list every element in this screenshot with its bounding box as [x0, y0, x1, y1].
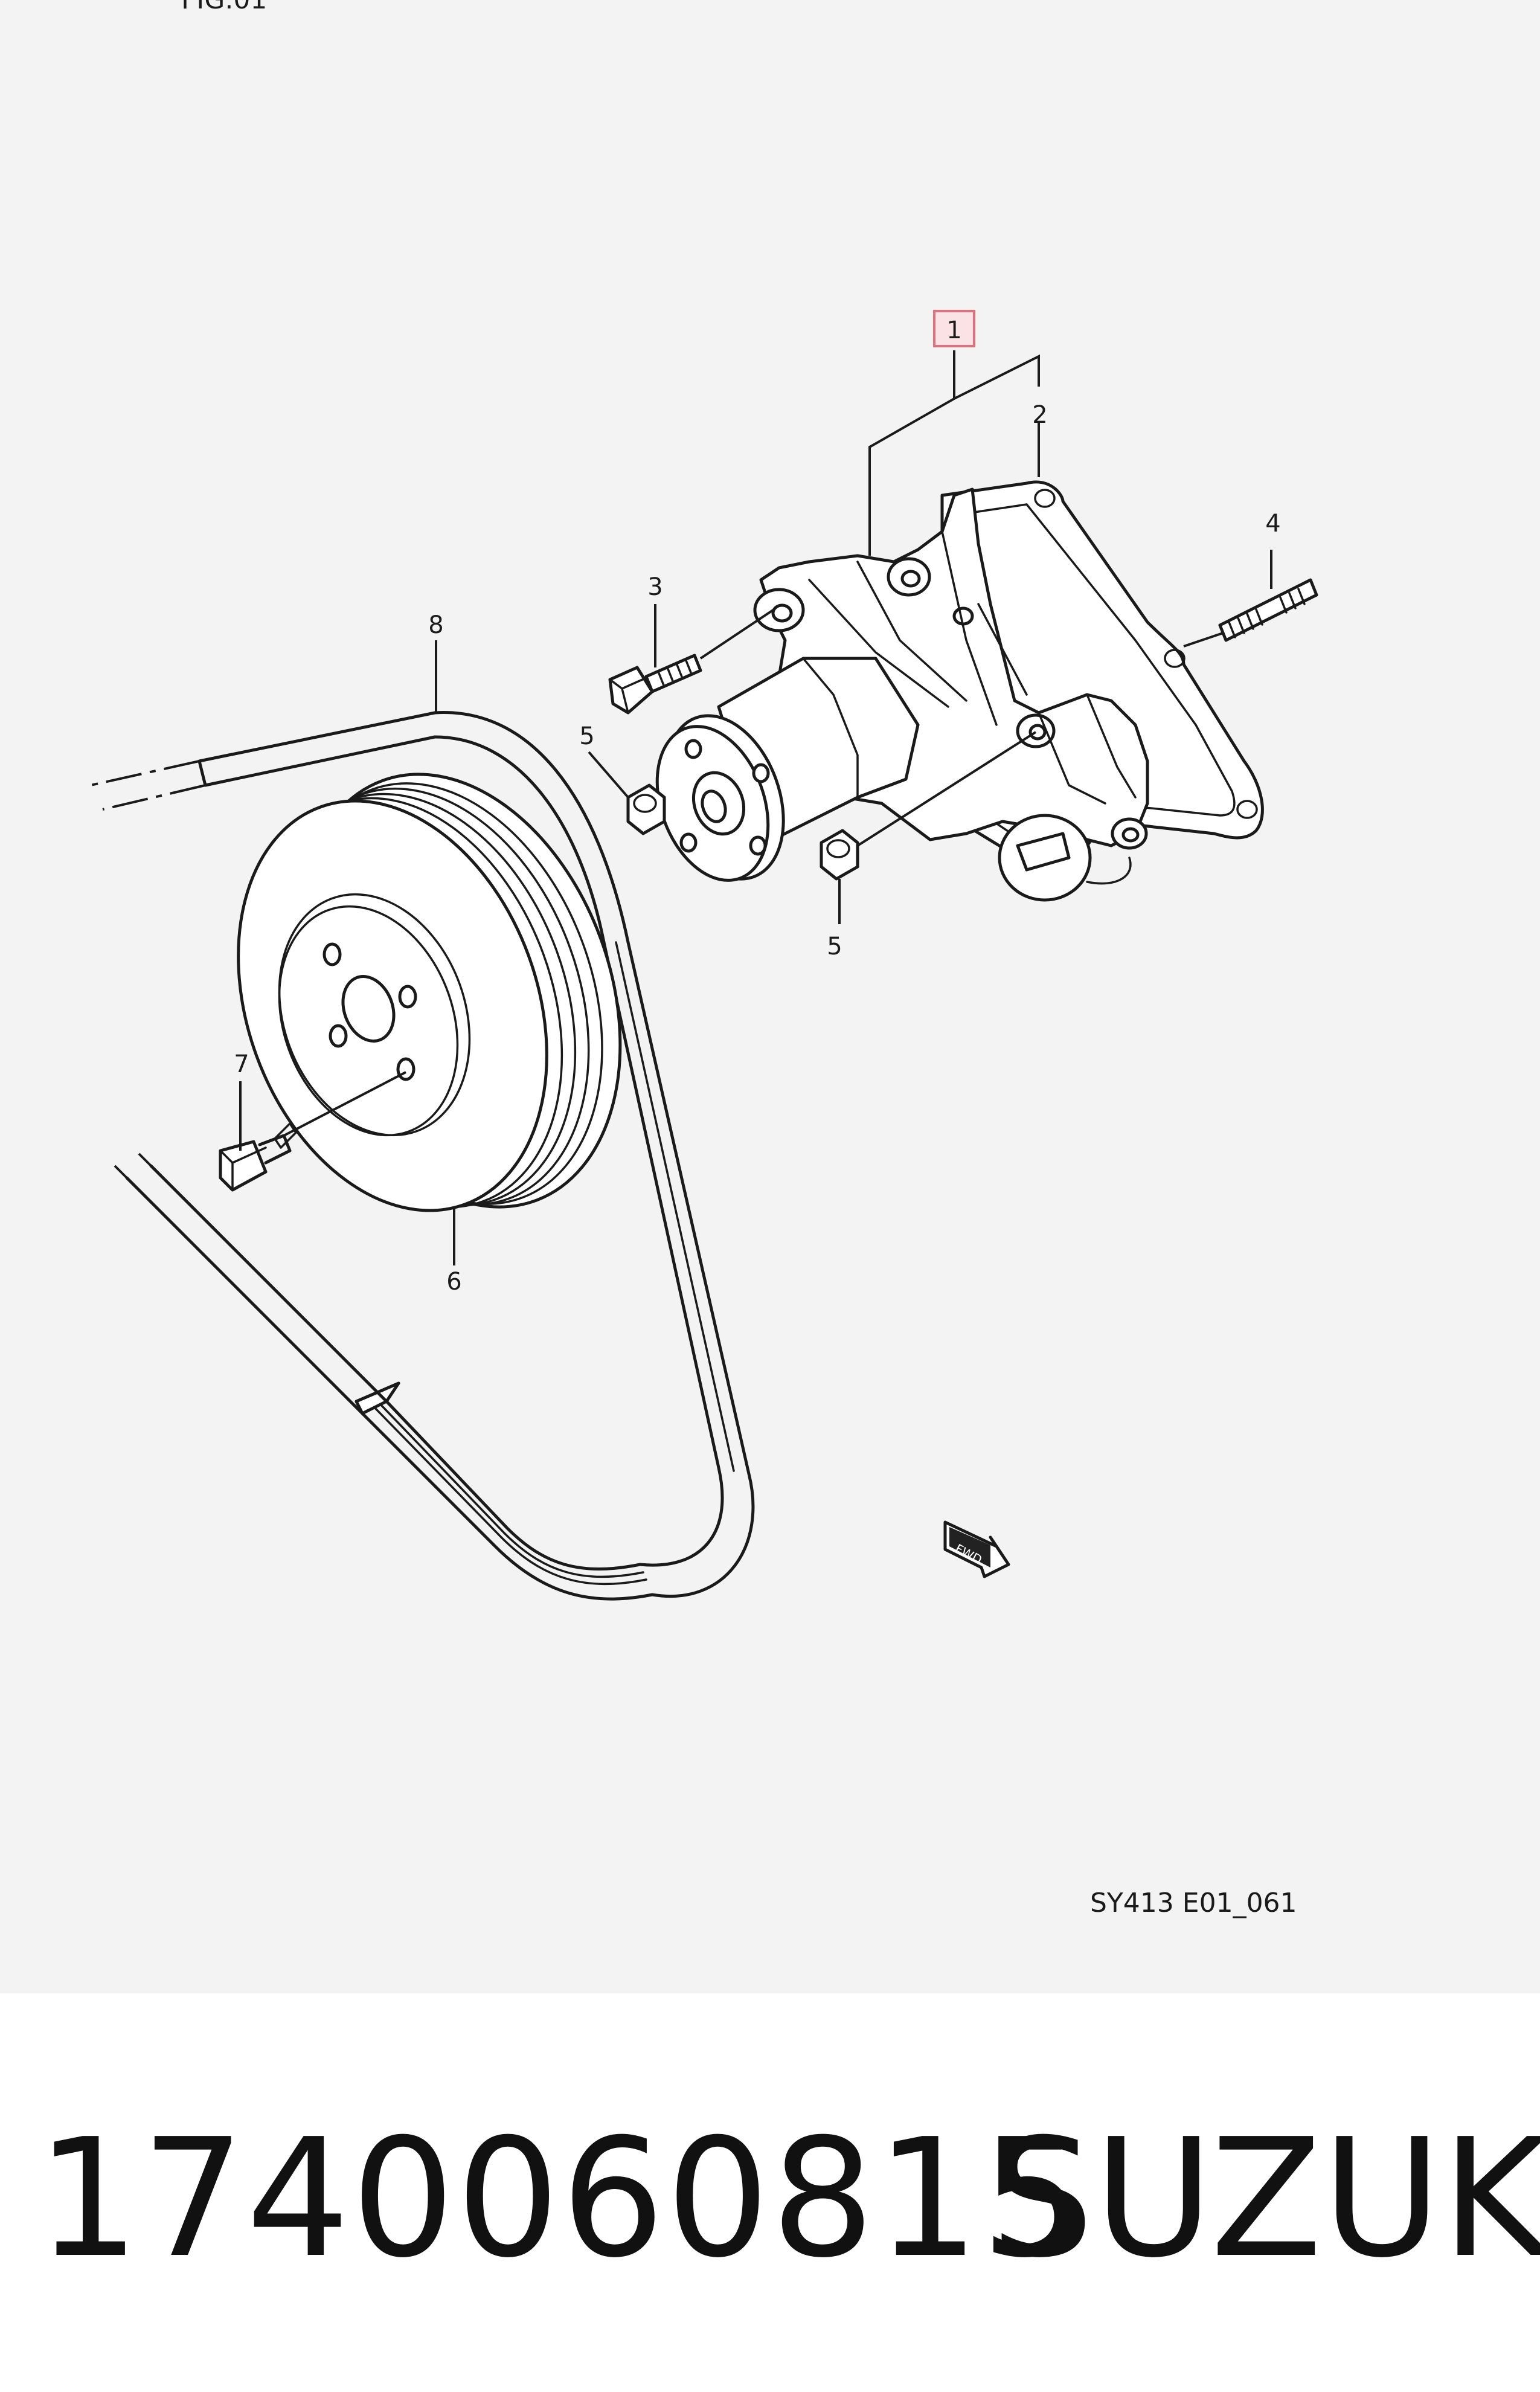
brand-name: SUZUKI: [990, 2103, 1540, 2294]
diagram-reference-code: SY413 E01_061: [1090, 1888, 1297, 1918]
callout-7: 7: [234, 1050, 249, 1078]
part-number-bar: [0, 1993, 1540, 2392]
callout-1: 1: [946, 317, 961, 344]
pulley-drawing: [237, 773, 622, 1212]
nut-upper-drawing: [588, 751, 666, 835]
callout-4: 4: [1265, 510, 1280, 538]
nut-lower-drawing: [820, 731, 1037, 924]
figure-header: FIG.01: [181, 0, 267, 15]
callout-8: 8: [428, 611, 443, 639]
stud-drawing: [1183, 550, 1318, 648]
fwd-arrow-icon: FWD: [943, 1520, 1010, 1578]
exploded-parts-diagram: FIG.01: [90, 0, 1318, 1918]
callout-6: 6: [446, 1268, 461, 1296]
pulley-bolt-drawing: [219, 1071, 406, 1192]
diagram-panel: FIG.01: [0, 0, 1540, 1993]
callout-1-highlight-box: [933, 310, 975, 347]
water-pump-drawing: [655, 350, 1264, 902]
callout-3: 3: [647, 573, 663, 601]
v-belt-drawing: [90, 711, 755, 1601]
callout-2: 2: [1032, 401, 1047, 429]
pump-bolt-drawing: [608, 604, 774, 715]
callout-5-upper: 5: [579, 722, 594, 750]
callout-5-lower: 5: [827, 933, 842, 960]
part-number: 1740060815: [36, 2103, 1086, 2294]
